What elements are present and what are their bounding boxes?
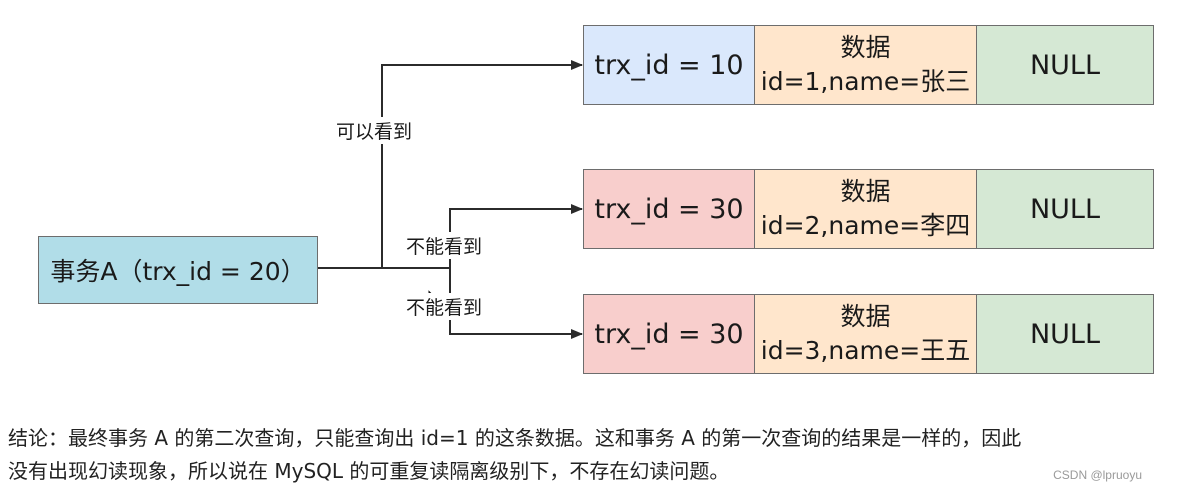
row-3-data-value: id=3,name=王五 bbox=[760, 336, 971, 365]
transaction-a-label: 事务A（trx_id = 20） bbox=[50, 257, 306, 286]
row-3-pointer-cell: NULL bbox=[976, 294, 1154, 374]
row-3-data-title: 数据 bbox=[840, 302, 891, 331]
row-3-trx-id: trx_id = 30 bbox=[594, 318, 744, 350]
conclusion-line-1: 结论：最终事务 A 的第二次查询，只能查询出 id=1 的这条数据。这和事务 A… bbox=[8, 426, 1022, 450]
row-3-trx-id-cell: trx_id = 30 bbox=[583, 294, 755, 374]
transaction-a-box: 事务A（trx_id = 20） bbox=[38, 236, 318, 304]
row-1-pointer-cell: NULL bbox=[976, 25, 1154, 105]
row-3-pointer: NULL bbox=[1029, 318, 1101, 350]
watermark: CSDN @lpruoyu bbox=[1053, 468, 1142, 482]
row-2-pointer: NULL bbox=[1029, 193, 1101, 225]
row-1-pointer: NULL bbox=[1029, 49, 1101, 81]
edge-to-row-3 bbox=[449, 268, 583, 339]
row-2-trx-id-cell: trx_id = 30 bbox=[583, 169, 755, 249]
edge-label-invisible-2: 不能看到 bbox=[404, 293, 485, 320]
conclusion-line-2: 没有出现幻读现象，所以说在 MySQL 的可重复读隔离级别下，不存在幻读问题。 bbox=[8, 459, 730, 483]
row-1-trx-id-cell: trx_id = 10 bbox=[583, 25, 755, 105]
row-1-data-value: id=1,name=张三 bbox=[760, 67, 971, 96]
row-2-pointer-cell: NULL bbox=[976, 169, 1154, 249]
row-1-trx-id: trx_id = 10 bbox=[594, 49, 744, 81]
edge-to-row-1 bbox=[317, 60, 583, 269]
row-2-data-title: 数据 bbox=[840, 177, 891, 206]
edge-label-invisible-1: 不能看到 bbox=[404, 232, 485, 259]
row-3-data-cell: 数据 id=3,name=王五 bbox=[754, 294, 977, 374]
edge-label-visible: 可以看到 bbox=[334, 117, 415, 144]
conclusion-paragraph: 结论：最终事务 A 的第二次查询，只能查询出 id=1 的这条数据。这和事务 A… bbox=[8, 422, 1193, 488]
row-2-data-value: id=2,name=李四 bbox=[760, 211, 971, 240]
row-1-data-title: 数据 bbox=[840, 33, 891, 62]
row-2-trx-id: trx_id = 30 bbox=[594, 193, 744, 225]
row-2-data-cell: 数据 id=2,name=李四 bbox=[754, 169, 977, 249]
row-1-data-cell: 数据 id=1,name=张三 bbox=[754, 25, 977, 105]
